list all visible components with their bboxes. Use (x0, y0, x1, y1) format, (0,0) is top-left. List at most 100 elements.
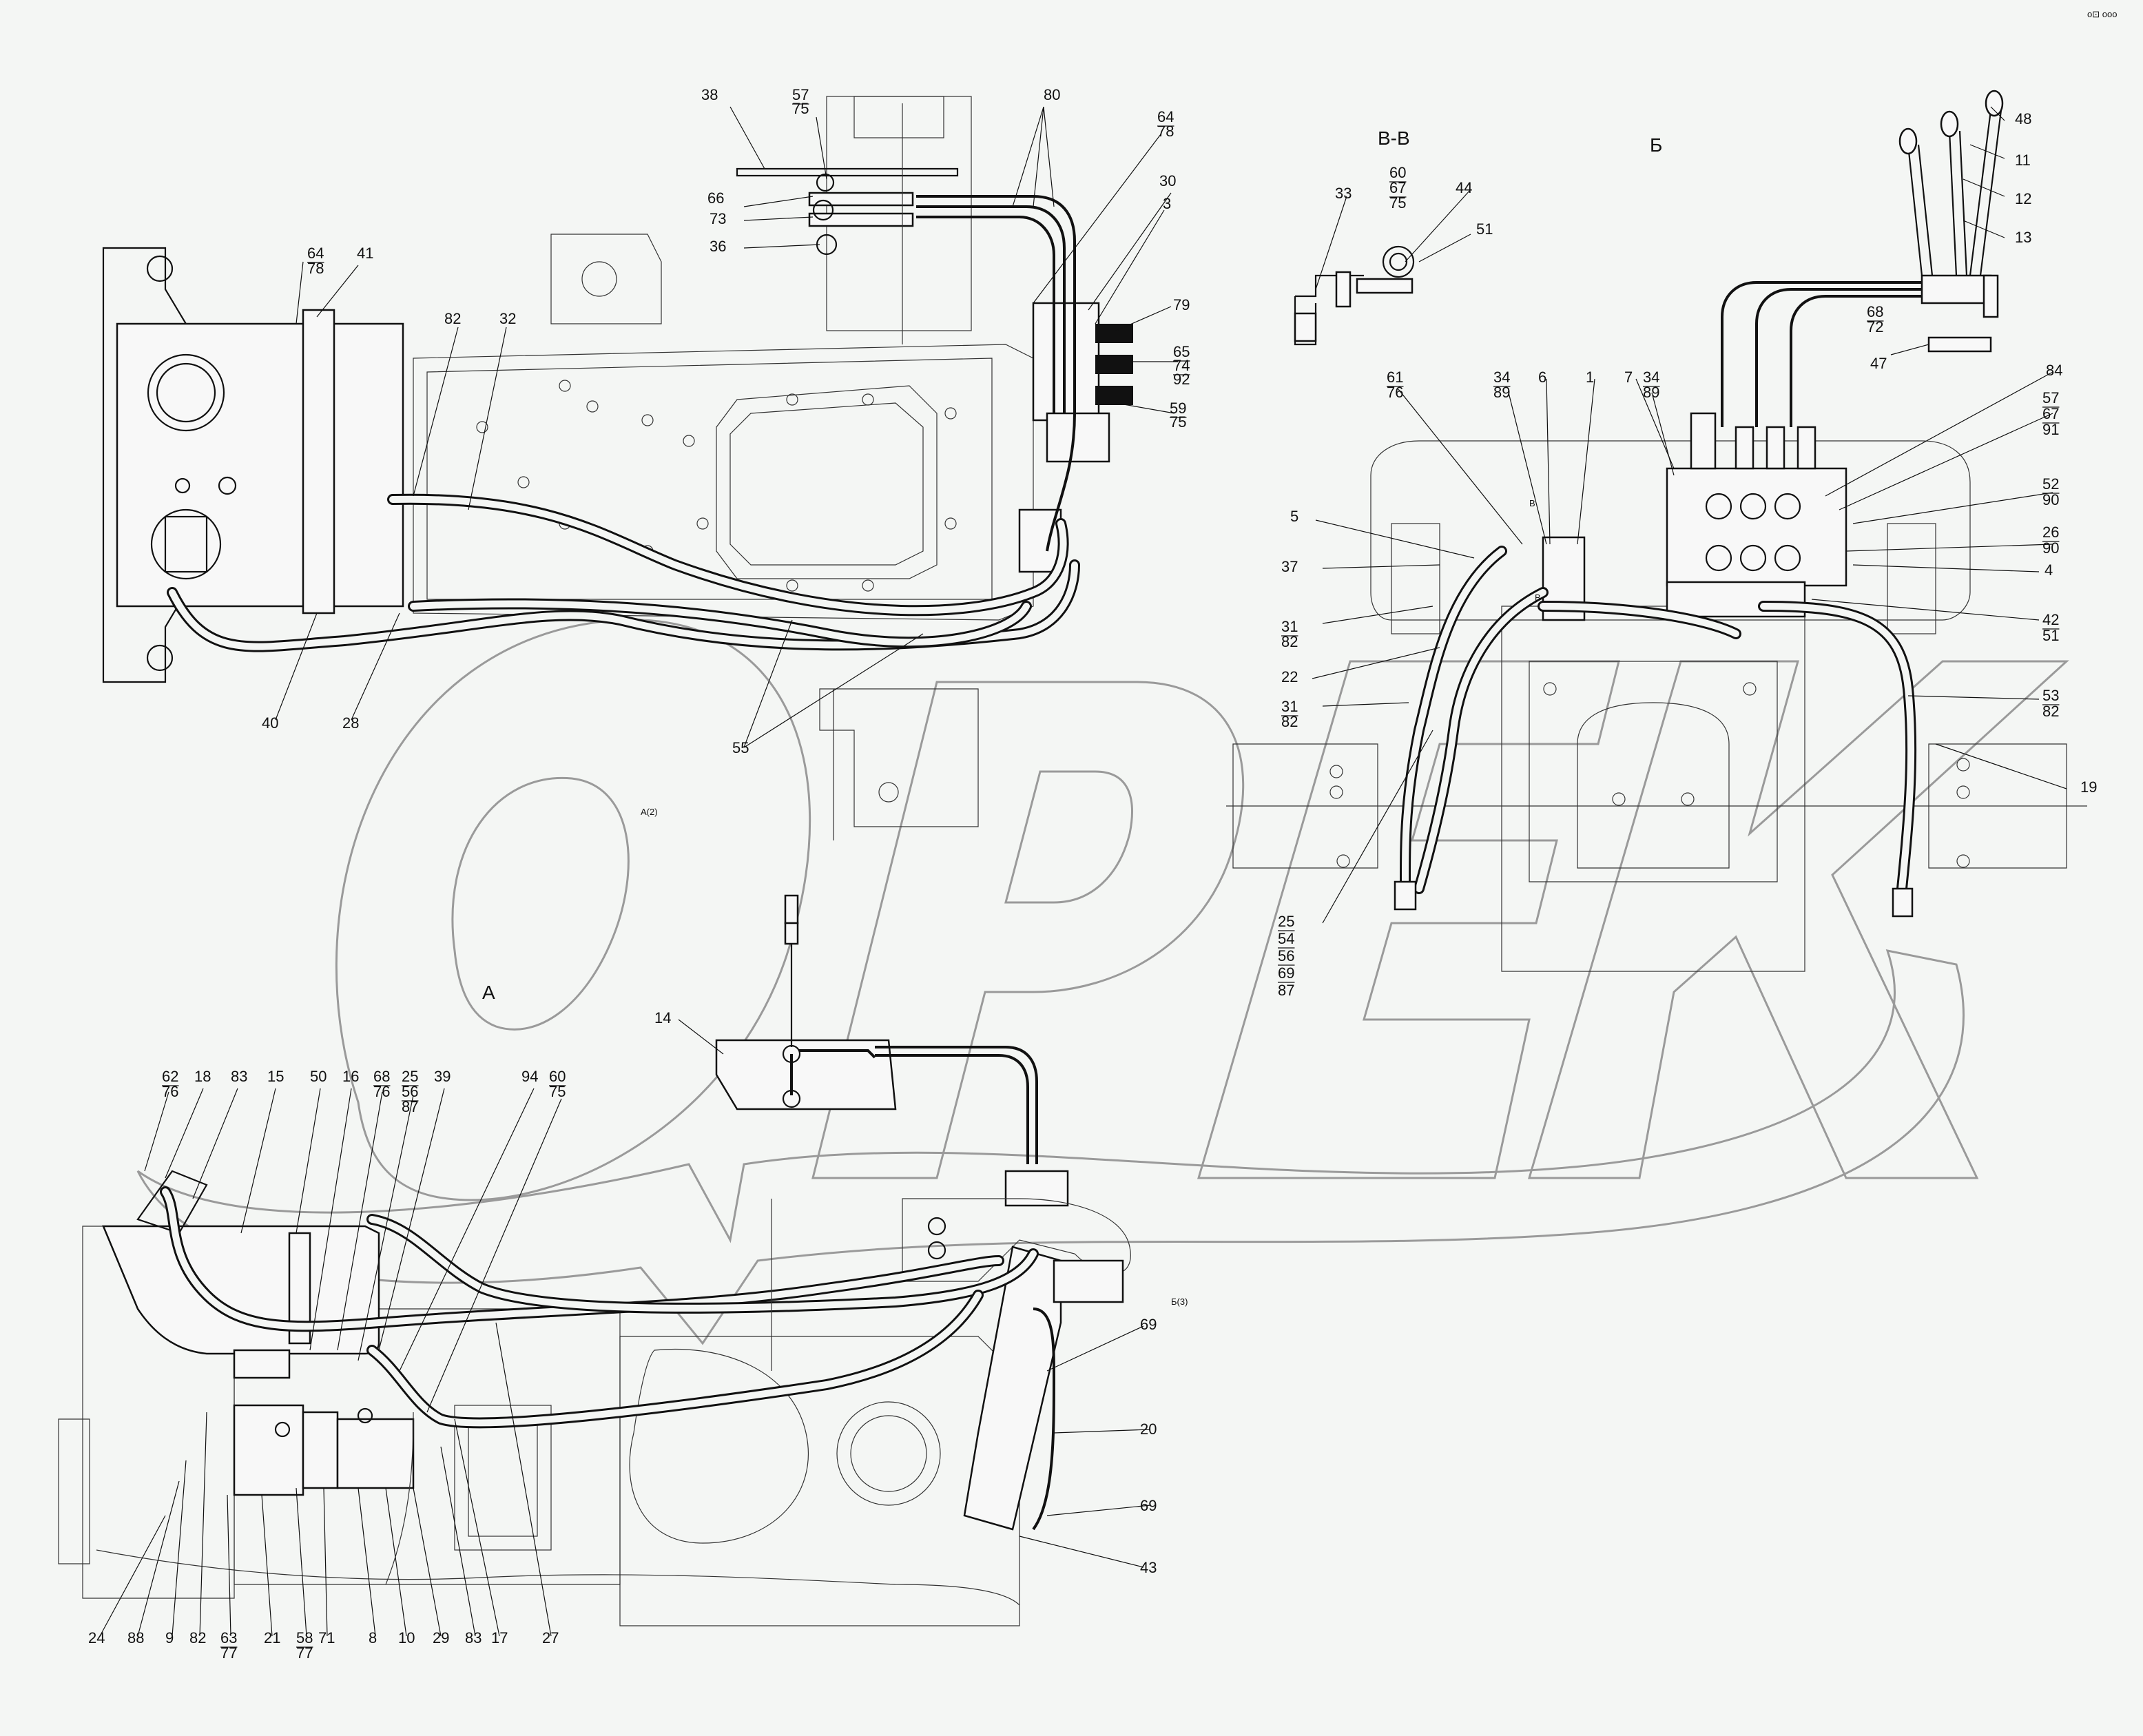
svg-text:6: 6 (1538, 369, 1546, 386)
callout: 33 (1335, 185, 1352, 202)
callout: 82 (189, 1629, 206, 1646)
svg-text:17: 17 (491, 1629, 508, 1646)
svg-text:30: 30 (1159, 172, 1176, 189)
svg-text:88: 88 (127, 1629, 144, 1646)
svg-text:79: 79 (1173, 296, 1190, 313)
callout: 69 (1140, 1316, 1157, 1333)
svg-text:75: 75 (792, 100, 809, 117)
svg-text:80: 80 (1044, 86, 1060, 103)
svg-text:91: 91 (2042, 421, 2059, 438)
callout: 41 (357, 245, 373, 262)
callout: 79 (1173, 296, 1190, 313)
watermark-text: OPEX (7, 1721, 32, 1731)
svg-text:52: 52 (2042, 475, 2059, 493)
callout: 4 (2044, 561, 2053, 579)
callout: 3 (1163, 195, 1171, 212)
svg-text:20: 20 (1140, 1420, 1157, 1438)
svg-text:68: 68 (1867, 303, 1883, 320)
svg-text:18: 18 (194, 1068, 211, 1085)
callout: 43 (1140, 1559, 1157, 1576)
callout: 8 (369, 1629, 377, 1646)
svg-text:36: 36 (710, 238, 726, 255)
svg-text:25: 25 (1278, 913, 1294, 930)
callout: 83 (231, 1068, 247, 1085)
view-a-title: А (482, 982, 495, 1003)
callout: 15 (267, 1068, 284, 1085)
svg-text:4: 4 (2044, 561, 2053, 579)
callout: 50 (310, 1068, 327, 1085)
callout: 80 (1044, 86, 1060, 103)
callout: 47 (1870, 355, 1887, 372)
svg-text:43: 43 (1140, 1559, 1157, 1576)
callout: 5 (1290, 508, 1298, 525)
svg-text:34: 34 (1493, 369, 1510, 386)
svg-text:48: 48 (2015, 110, 2031, 127)
svg-text:34: 34 (1643, 369, 1659, 386)
callout: 9 (165, 1629, 174, 1646)
svg-text:65: 65 (1173, 343, 1190, 360)
svg-text:75: 75 (1170, 413, 1186, 431)
callout: 22 (1281, 668, 1298, 685)
svg-text:67: 67 (2042, 405, 2059, 422)
section-mark-b3: Б(3) (1171, 1296, 1188, 1307)
view-bv-section (1294, 245, 1415, 346)
svg-text:12: 12 (2015, 190, 2031, 207)
svg-text:38: 38 (701, 86, 718, 103)
callout: 51 (1476, 220, 1493, 238)
svg-text:22: 22 (1281, 668, 1298, 685)
view-b-title: Б (1650, 134, 1662, 156)
svg-text:64: 64 (1157, 108, 1174, 125)
svg-text:31: 31 (1281, 618, 1298, 635)
svg-text:42: 42 (2042, 611, 2059, 628)
svg-text:68: 68 (373, 1068, 390, 1085)
svg-text:83: 83 (231, 1068, 247, 1085)
callout: 66 (707, 189, 724, 207)
svg-text:53: 53 (2042, 687, 2059, 704)
svg-text:69: 69 (1140, 1497, 1157, 1514)
svg-text:19: 19 (2080, 778, 2097, 796)
callout: 6 (1538, 369, 1546, 386)
callout: 7 (1624, 369, 1633, 386)
svg-text:92: 92 (1173, 371, 1190, 388)
callout: 11 (2015, 152, 2031, 169)
svg-text:16: 16 (342, 1068, 359, 1085)
callout: 1 (1586, 369, 1594, 386)
svg-text:24: 24 (88, 1629, 105, 1646)
callout: 73 (710, 210, 726, 227)
svg-text:51: 51 (2042, 627, 2059, 644)
callout: 19 (2080, 778, 2097, 796)
svg-text:54: 54 (1278, 930, 1294, 947)
svg-text:8: 8 (369, 1629, 377, 1646)
callout: 84 (2046, 362, 2062, 379)
callout: 36 (710, 238, 726, 255)
svg-text:37: 37 (1281, 558, 1298, 575)
svg-text:82: 82 (444, 310, 461, 327)
svg-text:55: 55 (732, 739, 749, 756)
callout: 71 (318, 1629, 335, 1646)
callout: 10 (398, 1629, 415, 1646)
svg-text:50: 50 (310, 1068, 327, 1085)
svg-text:40: 40 (262, 714, 278, 732)
callout: 48 (2015, 110, 2031, 127)
callout: 30 (1159, 172, 1176, 189)
svg-text:3: 3 (1163, 195, 1171, 212)
callout: 44 (1456, 179, 1472, 196)
callout: 83 (465, 1629, 482, 1646)
svg-text:5: 5 (1290, 508, 1298, 525)
